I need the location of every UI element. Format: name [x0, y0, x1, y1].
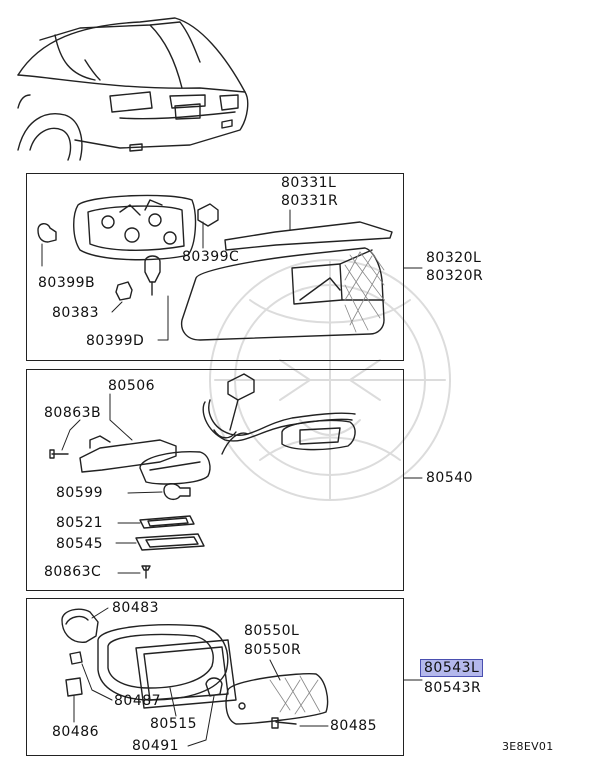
- part-label-80320L[interactable]: 80320L: [426, 250, 482, 266]
- panel-side-marker: [26, 598, 404, 756]
- panel-combination-lamp: [26, 173, 404, 361]
- top-leader-lines: [41, 209, 423, 341]
- part-label-80399B[interactable]: 80399B: [38, 275, 96, 291]
- part-label-80506[interactable]: 80506: [108, 378, 156, 394]
- part-label-80515[interactable]: 80515: [150, 716, 198, 732]
- part-label-80550L[interactable]: 80550L: [244, 623, 300, 639]
- diagram-code: 3E8EV01: [502, 740, 554, 753]
- part-label-80486[interactable]: 80486: [52, 724, 100, 740]
- part-label-80863C[interactable]: 80863C: [44, 564, 102, 580]
- part-label-80545[interactable]: 80545: [56, 536, 104, 552]
- part-label-80487[interactable]: 80487: [114, 693, 162, 709]
- part-label-80320R[interactable]: 80320R: [426, 268, 484, 284]
- part-label-80543R[interactable]: 80543R: [424, 680, 482, 696]
- panel-license-lamp: [26, 369, 404, 591]
- car-rear-illustration: [17, 17, 249, 161]
- combination-lamp-artwork: [37, 194, 393, 341]
- part-label-80599[interactable]: 80599: [56, 485, 104, 501]
- part-label-80863B[interactable]: 80863B: [44, 405, 102, 421]
- part-label-80383[interactable]: 80383: [52, 305, 100, 321]
- part-label-80399C[interactable]: 80399C: [182, 249, 240, 265]
- part-label-80485[interactable]: 80485: [330, 718, 378, 734]
- part-label-80399D[interactable]: 80399D: [86, 333, 145, 349]
- part-label-80331L[interactable]: 80331L: [281, 175, 337, 191]
- license-lamp-artwork: [49, 373, 356, 579]
- part-label-80521[interactable]: 80521: [56, 515, 104, 531]
- side-marker-artwork: [61, 608, 329, 729]
- part-label-80540[interactable]: 80540: [426, 470, 474, 486]
- part-label-80543L-highlighted[interactable]: 80543L: [420, 659, 484, 677]
- part-label-80331R[interactable]: 80331R: [281, 193, 339, 209]
- part-label-80550R[interactable]: 80550R: [244, 642, 302, 658]
- part-label-80491[interactable]: 80491: [132, 738, 180, 754]
- part-label-80483[interactable]: 80483: [112, 600, 160, 616]
- bottom-leader-lines: [73, 607, 423, 747]
- watermark-emblem: [209, 259, 451, 501]
- middle-leader-lines: [61, 393, 423, 574]
